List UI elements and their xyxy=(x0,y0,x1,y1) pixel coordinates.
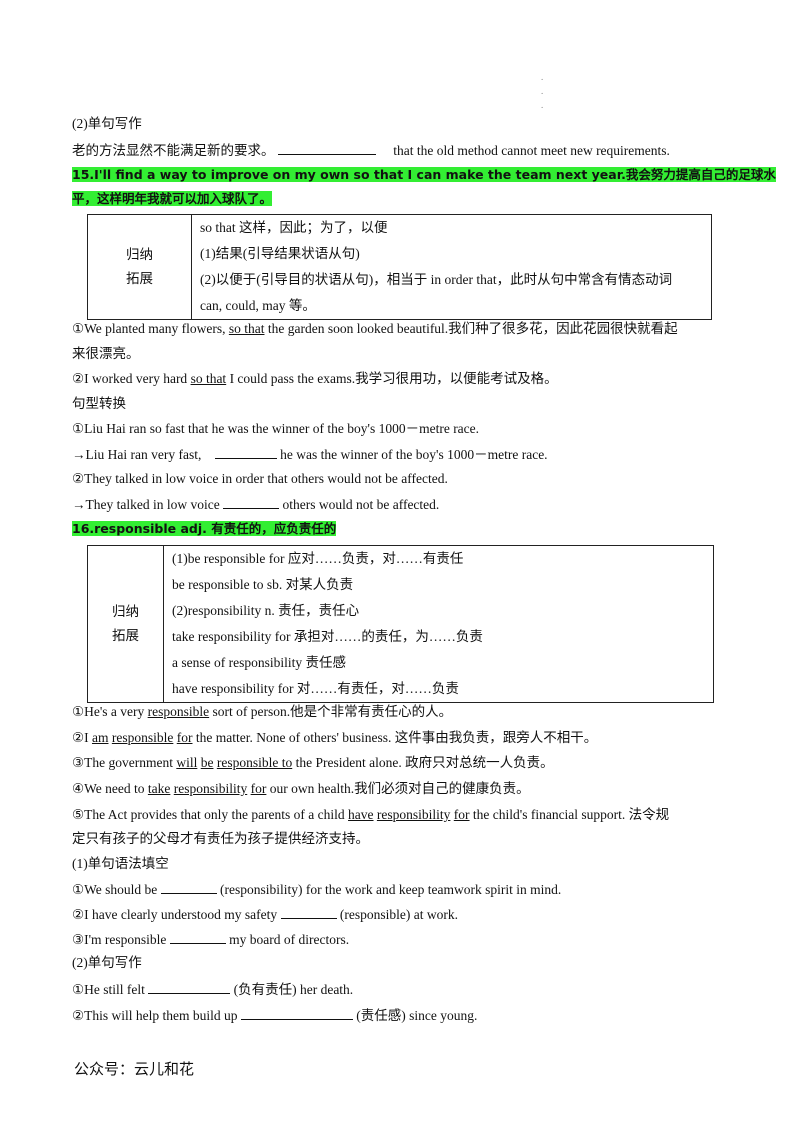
example-sentence: ①He's a very responsible sort of person.… xyxy=(72,704,453,719)
fill-question: ②I have clearly understood my safety (re… xyxy=(72,905,459,922)
transform-question: →They talked in low voice others would n… xyxy=(72,495,440,512)
example-sentence: ④We need to take responsibility for our … xyxy=(72,781,530,796)
answer-blank[interactable] xyxy=(280,905,337,919)
summary-table-responsible: 归纳 拓展 (1)be responsible for 应对……负责，对……有责… xyxy=(87,545,714,703)
table-line: (2)以便于(引导目的状语从句)，相当于 in order that，此时从句中… xyxy=(200,272,673,287)
transform-question: →Liu Hai ran very fast, he was the winne… xyxy=(72,445,548,462)
example-sentence-cont: 定只有孩子的父母才有责任为孩子提供经济支持。 xyxy=(72,831,369,846)
subsection-heading: (1)单句语法填空 xyxy=(72,856,169,871)
subsection-heading: 句型转换 xyxy=(72,396,126,411)
example-sentence: ⑤The Act provides that only the parents … xyxy=(72,807,670,822)
answer-blank[interactable] xyxy=(148,980,231,994)
writing-question: ②This will help them build up (责任感) sinc… xyxy=(72,1006,478,1023)
table-line: take responsibility for 承担对……的责任，为……负责 xyxy=(172,629,483,644)
table-line: have responsibility for 对……有责任，对……负责 xyxy=(172,681,459,696)
example-sentence: ②I am responsible for the matter. None o… xyxy=(72,730,598,745)
answer-blank[interactable] xyxy=(160,880,217,894)
fill-question: ③I'm responsible my board of directors. xyxy=(72,930,350,947)
example-sentence: ①We planted many flowers, so that the ga… xyxy=(72,321,678,336)
question-text: that the old method cannot meet new requ… xyxy=(393,143,670,158)
footer-account: 公众号：云儿和花 xyxy=(74,1060,195,1078)
table-line: so that 这样，因此；为了，以便 xyxy=(200,220,388,235)
example-sentence-cont: 来很漂亮。 xyxy=(72,346,140,361)
table-line: (1)结果(引导结果状语从句) xyxy=(200,246,360,261)
table-content: so that 这样，因此；为了，以便 (1)结果(引导结果状语从句) (2)以… xyxy=(191,214,712,320)
answer-blank[interactable] xyxy=(214,445,277,459)
answer-blank[interactable] xyxy=(277,141,376,155)
item-16-title: 16.responsible adj. 有责任的，应负责任的 xyxy=(72,521,337,536)
answer-blank[interactable] xyxy=(169,930,226,944)
question-text: 老的方法显然不能满足新的要求。 xyxy=(72,143,275,158)
summary-table-so-that: 归纳 拓展 so that 这样，因此；为了，以便 (1)结果(引导结果状语从句… xyxy=(87,214,712,320)
table-line: can, could, may 等。 xyxy=(200,298,316,313)
writing-question: ①He still felt (负有责任) her death. xyxy=(72,980,354,997)
table-label: 归纳 拓展 xyxy=(87,545,164,703)
table-line: be responsible to sb. 对某人负责 xyxy=(172,577,354,592)
subsection-heading: (2)单句写作 xyxy=(72,955,142,970)
item-15-title-cont: 平，这样明年我就可以加入球队了。 xyxy=(72,191,273,206)
answer-blank[interactable] xyxy=(223,495,280,509)
example-sentence: ②I worked very hard so that I could pass… xyxy=(72,371,558,386)
transform-sentence: ②They talked in low voice in order that … xyxy=(72,471,448,486)
table-line: (1)be responsible for 应对……负责，对……有责任 xyxy=(172,551,464,566)
table-line: a sense of responsibility 责任感 xyxy=(172,655,346,670)
table-label: 归纳 拓展 xyxy=(87,214,192,320)
table-line: (2)responsibility n. 责任，责任心 xyxy=(172,603,360,618)
fill-question: ①We should be (responsibility) for the w… xyxy=(72,880,562,897)
item-15-title: 15.I'll find a way to improve on my own … xyxy=(72,167,776,182)
transform-sentence: ①Liu Hai ran so fast that he was the win… xyxy=(72,421,480,436)
writing-question: 老的方法显然不能满足新的要求。 that the old method cann… xyxy=(72,141,732,160)
subsection-heading: (2)单句写作 xyxy=(72,116,142,131)
scan-dots: . . . xyxy=(541,72,544,110)
answer-blank[interactable] xyxy=(240,1006,353,1020)
table-content: (1)be responsible for 应对……负责，对……有责任 be r… xyxy=(163,545,714,703)
example-sentence: ③The government will be responsible to t… xyxy=(72,755,554,770)
